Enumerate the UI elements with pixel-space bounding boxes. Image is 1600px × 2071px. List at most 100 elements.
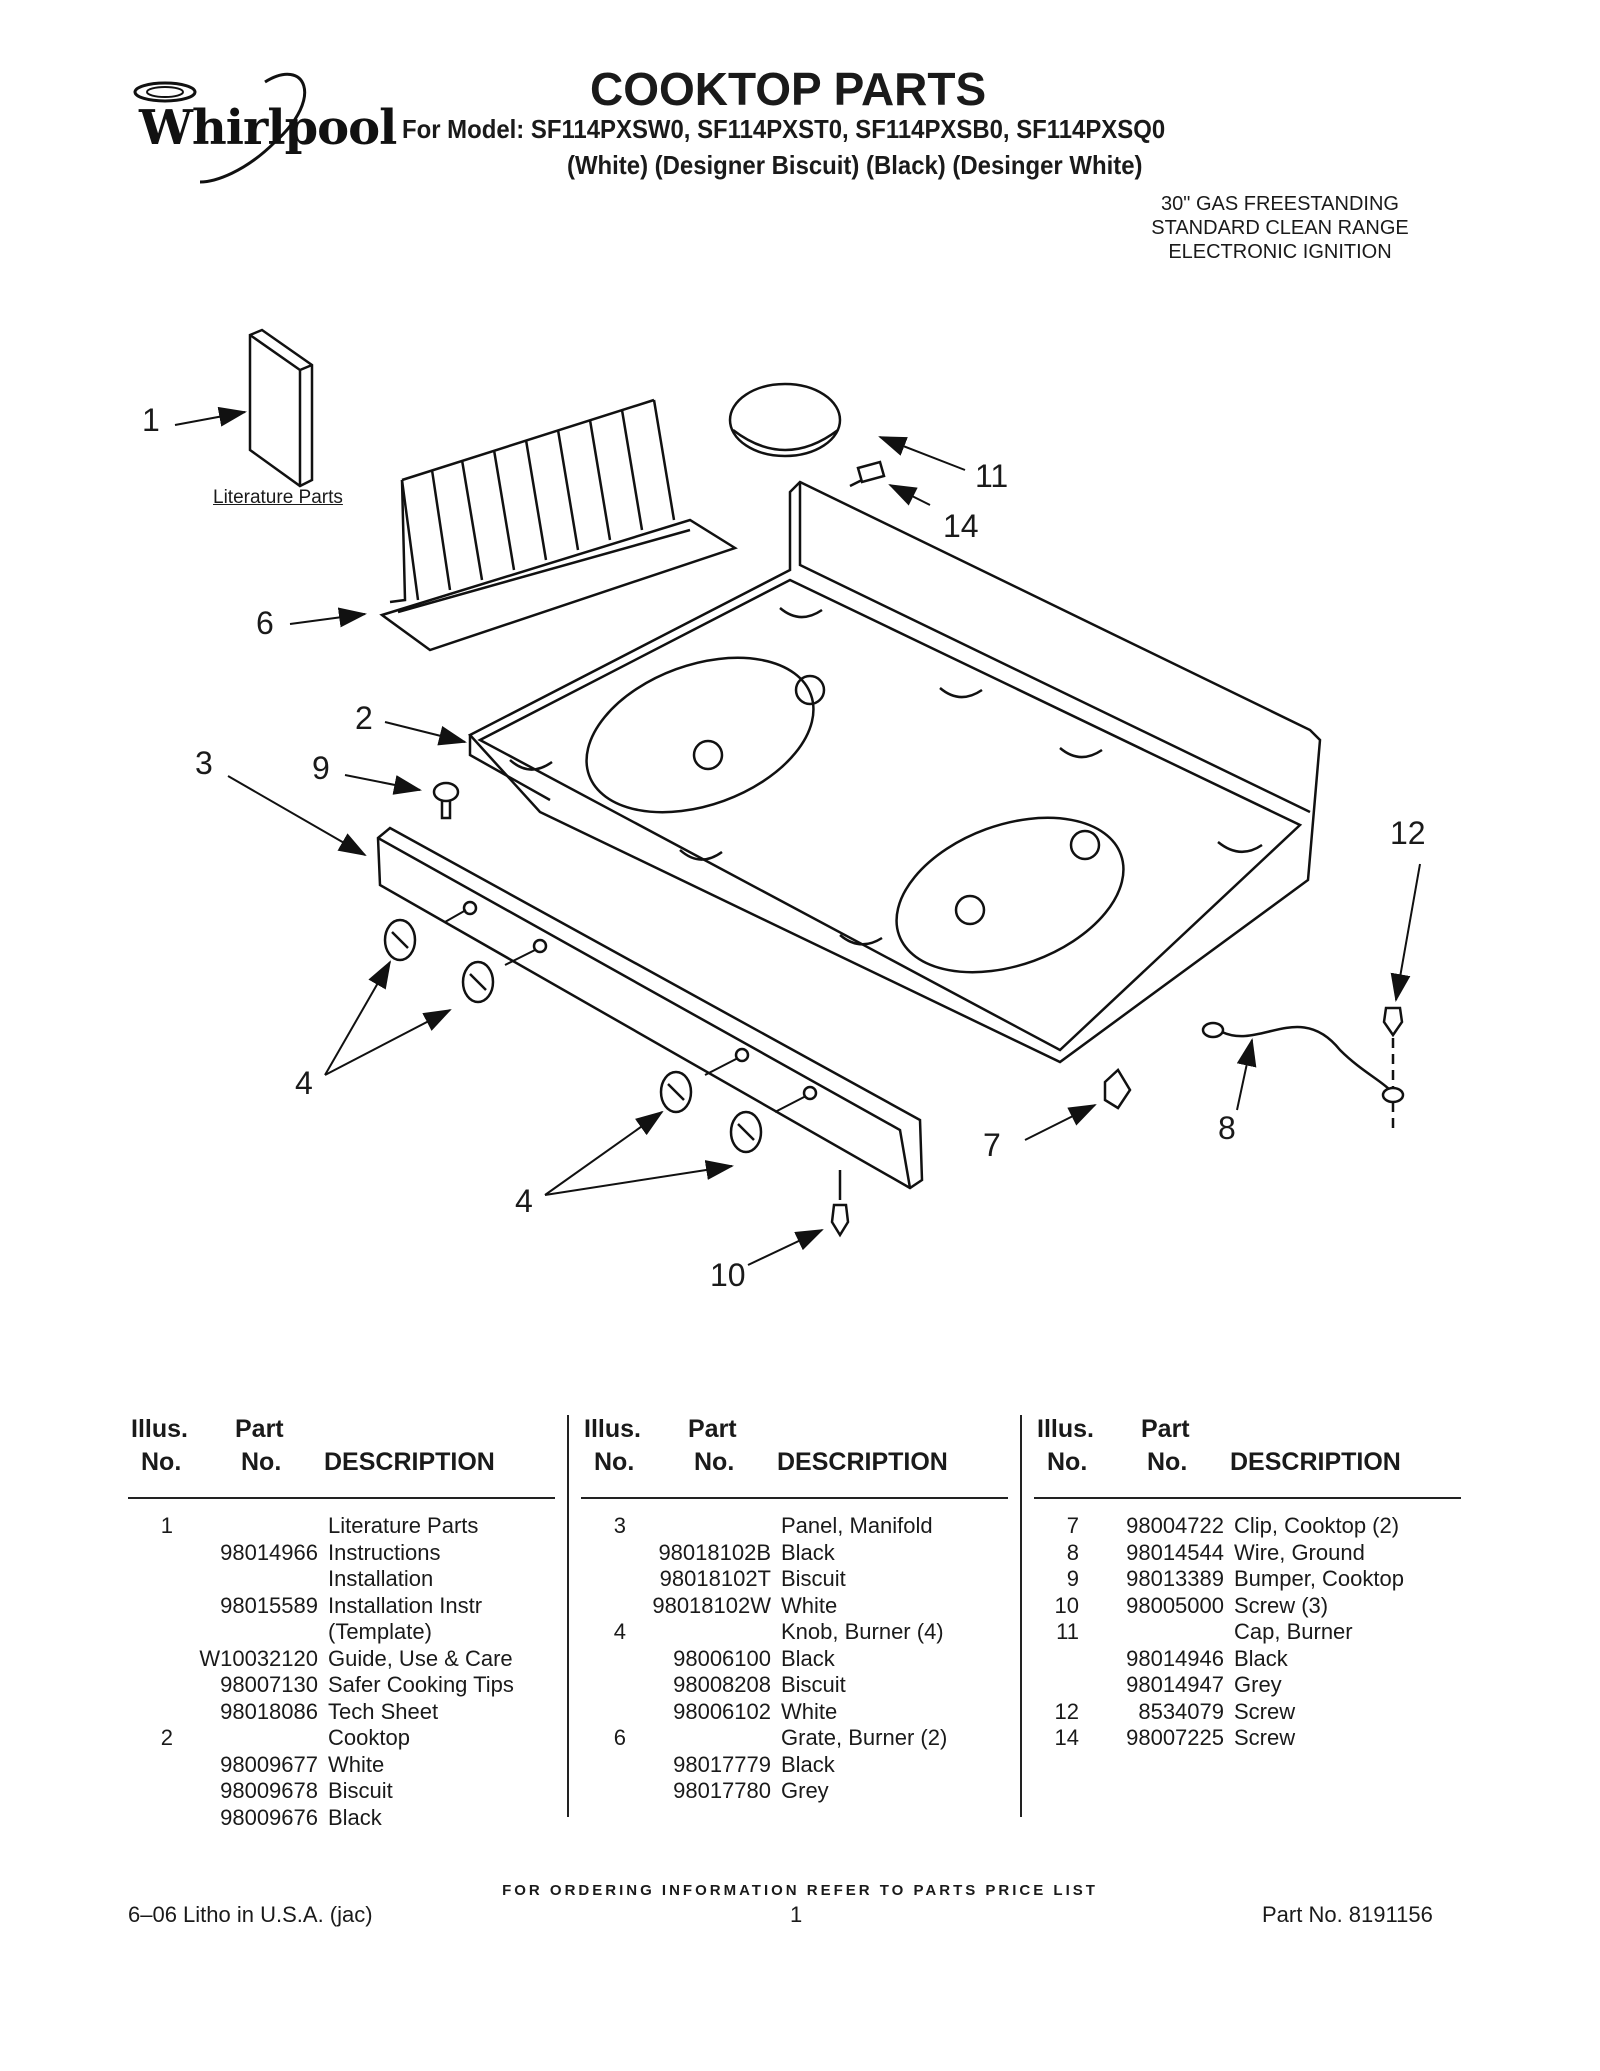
subtitle-line: ELECTRONIC IGNITION — [1168, 241, 1392, 263]
illus-number: 11 — [1056, 1619, 1079, 1644]
illus-number: 4 — [613, 1619, 626, 1644]
brand-logo: Whirlpool — [125, 62, 397, 192]
callout-label: 2 — [355, 700, 373, 736]
part-description: Safer Cooking Tips — [328, 1672, 514, 1697]
header-illus: Illus. — [1037, 1415, 1094, 1443]
table-row: 98014946 Black — [1034, 1646, 1464, 1672]
model-list: For Model: SF114PXSW0, SF114PXST0, SF114… — [402, 114, 1166, 144]
column-divider — [1020, 1415, 1022, 1817]
burner-cap-part — [728, 382, 842, 458]
part-number: Part No. 8191156 — [1262, 1902, 1433, 1927]
part-number: 8534079 — [1138, 1698, 1224, 1724]
part-description: White — [781, 1592, 838, 1618]
part-description: Black — [1234, 1645, 1288, 1671]
illus-number: 2 — [160, 1725, 173, 1750]
header-description: DESCRIPTION — [1230, 1448, 1401, 1476]
callout-label: 4 — [295, 1065, 313, 1101]
part-description: Cooktop — [328, 1725, 410, 1750]
burner-grate-part — [379, 398, 738, 652]
table-row: 11 Cap, Burner — [1034, 1619, 1464, 1645]
part-description: (Template) — [328, 1619, 432, 1644]
part-description: Bumper, Cooktop — [1234, 1566, 1404, 1591]
part-number: 98014947 — [1126, 1672, 1224, 1697]
logo-swoosh-icon — [133, 72, 306, 184]
part-number: 98009677 — [220, 1751, 318, 1777]
table-row: 2 Cooktop — [128, 1725, 558, 1751]
literature-booklet-part — [248, 328, 314, 488]
callout-label: 8 — [1218, 1110, 1236, 1146]
header-part: Part — [688, 1415, 737, 1443]
header-part-no: No. — [694, 1448, 735, 1476]
callout-label: 11 — [975, 458, 1009, 494]
header-rule — [581, 1497, 1008, 1499]
brand-name: Whirlpool — [139, 100, 397, 156]
page-title: COOKTOP PARTS — [590, 63, 987, 115]
illus-number: 12 — [1054, 1698, 1079, 1724]
part-description: Clip, Cooktop (2) — [1234, 1513, 1400, 1538]
callout-label: 3 — [195, 745, 213, 781]
cooktop-part — [467, 480, 1322, 1064]
callout-label: 14 — [943, 508, 979, 544]
part-description: Grey — [1234, 1672, 1282, 1697]
subtitle-line: 30" GAS FREESTANDING — [1161, 193, 1399, 215]
part-description: Instructions — [328, 1539, 441, 1565]
table-row: (Template) — [128, 1619, 558, 1645]
table-row: 98017779 Black — [581, 1752, 1011, 1778]
part-number: 98014946 — [1126, 1645, 1224, 1671]
table-row: 6 Grate, Burner (2) — [581, 1725, 1011, 1751]
column-divider — [567, 1415, 569, 1817]
part-description: Guide, Use & Care — [328, 1645, 513, 1671]
screw-14-part — [849, 460, 886, 488]
callout-label: 4 — [515, 1183, 533, 1219]
part-description: Grey — [781, 1778, 829, 1803]
part-number: 98018102T — [659, 1566, 771, 1591]
part-description: Black — [328, 1804, 382, 1830]
part-description: Black — [781, 1539, 835, 1565]
bumper-part — [432, 781, 460, 820]
header-illus: Illus. — [131, 1415, 188, 1443]
part-description: Screw (3) — [1234, 1592, 1329, 1618]
illus-number: 14 — [1054, 1725, 1079, 1750]
part-number: 98014966 — [220, 1539, 318, 1565]
illus-number: 1 — [160, 1513, 173, 1538]
part-description: Screw — [1234, 1725, 1296, 1750]
part-description: Installation — [328, 1566, 434, 1591]
subtitle-line: STANDARD CLEAN RANGE — [1151, 217, 1409, 239]
illus-number: 7 — [1066, 1513, 1079, 1538]
part-description: Wire, Ground — [1234, 1539, 1365, 1565]
part-description: Grate, Burner (2) — [781, 1725, 948, 1750]
part-description: Cap, Burner — [1234, 1619, 1353, 1644]
part-description: Screw — [1234, 1698, 1296, 1724]
part-number: 98017780 — [673, 1778, 771, 1803]
table-row: 98017780 Grey — [581, 1778, 1011, 1804]
cooktop-clip-part — [1103, 1068, 1132, 1110]
finish-list: (White) (Designer Biscuit) (Black) (Desi… — [567, 150, 1143, 180]
header-no: No. — [1047, 1448, 1088, 1476]
table-row: Installation — [128, 1566, 558, 1592]
part-description: Biscuit — [328, 1778, 393, 1803]
part-description: Panel, Manifold — [781, 1513, 933, 1538]
header-part-no: No. — [1147, 1448, 1188, 1476]
part-description: Biscuit — [781, 1672, 846, 1697]
part-description: Tech Sheet — [328, 1698, 439, 1724]
part-number: 98017779 — [673, 1751, 771, 1777]
part-description: Black — [781, 1751, 835, 1777]
callout-label: 10 — [710, 1257, 746, 1293]
part-number: 98014544 — [1126, 1539, 1224, 1565]
header-rule — [128, 1497, 555, 1499]
screw-10-part — [830, 1170, 850, 1238]
manifold-panel-part — [376, 826, 924, 1190]
screw-12-part — [1382, 1006, 1404, 1130]
illus-number: 6 — [613, 1725, 626, 1750]
